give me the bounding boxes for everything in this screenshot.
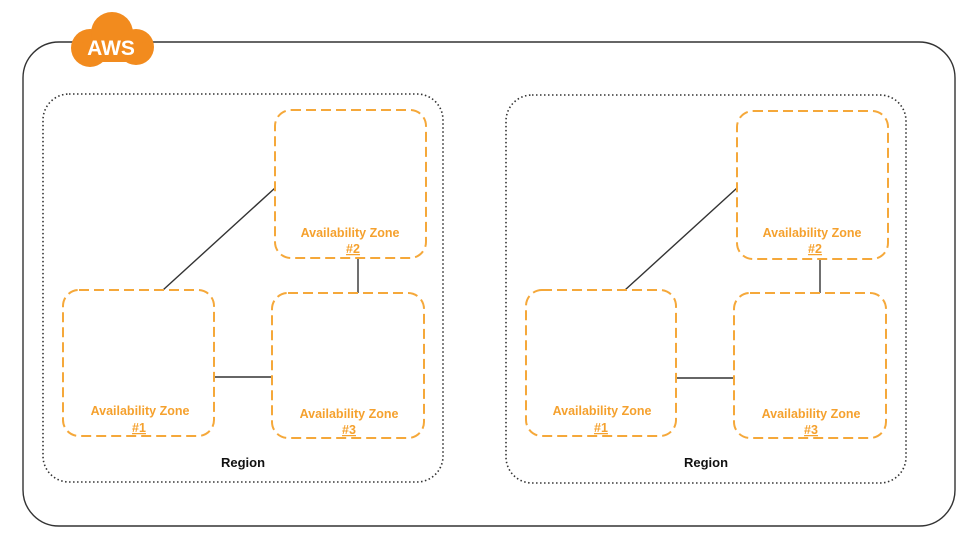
availability-zone-number: #3	[804, 423, 818, 437]
availability-zone-2: Availability Zone #2	[274, 109, 427, 259]
availability-zone-label: Availability Zone	[763, 226, 862, 240]
region-label: Region	[221, 455, 265, 470]
aws-logo: AWS	[71, 12, 154, 67]
region-boundary	[42, 93, 444, 483]
aws-cloud-boundary	[22, 41, 956, 527]
availability-zone-number: #1	[132, 421, 146, 435]
availability-zone-number: #1	[594, 421, 608, 435]
availability-zone-label: Availability Zone	[553, 404, 652, 418]
availability-zone-1: Availability Zone #1	[62, 289, 215, 437]
availability-zone-3: Availability Zone #3	[733, 292, 887, 439]
region-2: Availability Zone #2 Availability Zone #…	[505, 94, 907, 484]
connector-az1-az2	[624, 187, 738, 291]
region-label: Region	[684, 455, 728, 470]
availability-zone-number: #3	[342, 423, 356, 437]
region-1: Availability Zone #2 Availability Zone #…	[42, 93, 444, 483]
connector-az1-az2	[162, 187, 276, 291]
region-boundary	[505, 94, 907, 484]
aws-logo-text: AWS	[87, 37, 135, 60]
availability-zone-3: Availability Zone #3	[271, 292, 425, 439]
availability-zone-label: Availability Zone	[301, 226, 400, 240]
availability-zone-label: Availability Zone	[300, 407, 399, 421]
availability-zone-number: #2	[808, 242, 822, 256]
availability-zone-number: #2	[346, 242, 360, 256]
cloud-icon	[71, 12, 154, 67]
availability-zone-1: Availability Zone #1	[525, 289, 677, 437]
availability-zone-2: Availability Zone #2	[736, 110, 889, 260]
availability-zone-label: Availability Zone	[762, 407, 861, 421]
availability-zone-label: Availability Zone	[91, 404, 190, 418]
